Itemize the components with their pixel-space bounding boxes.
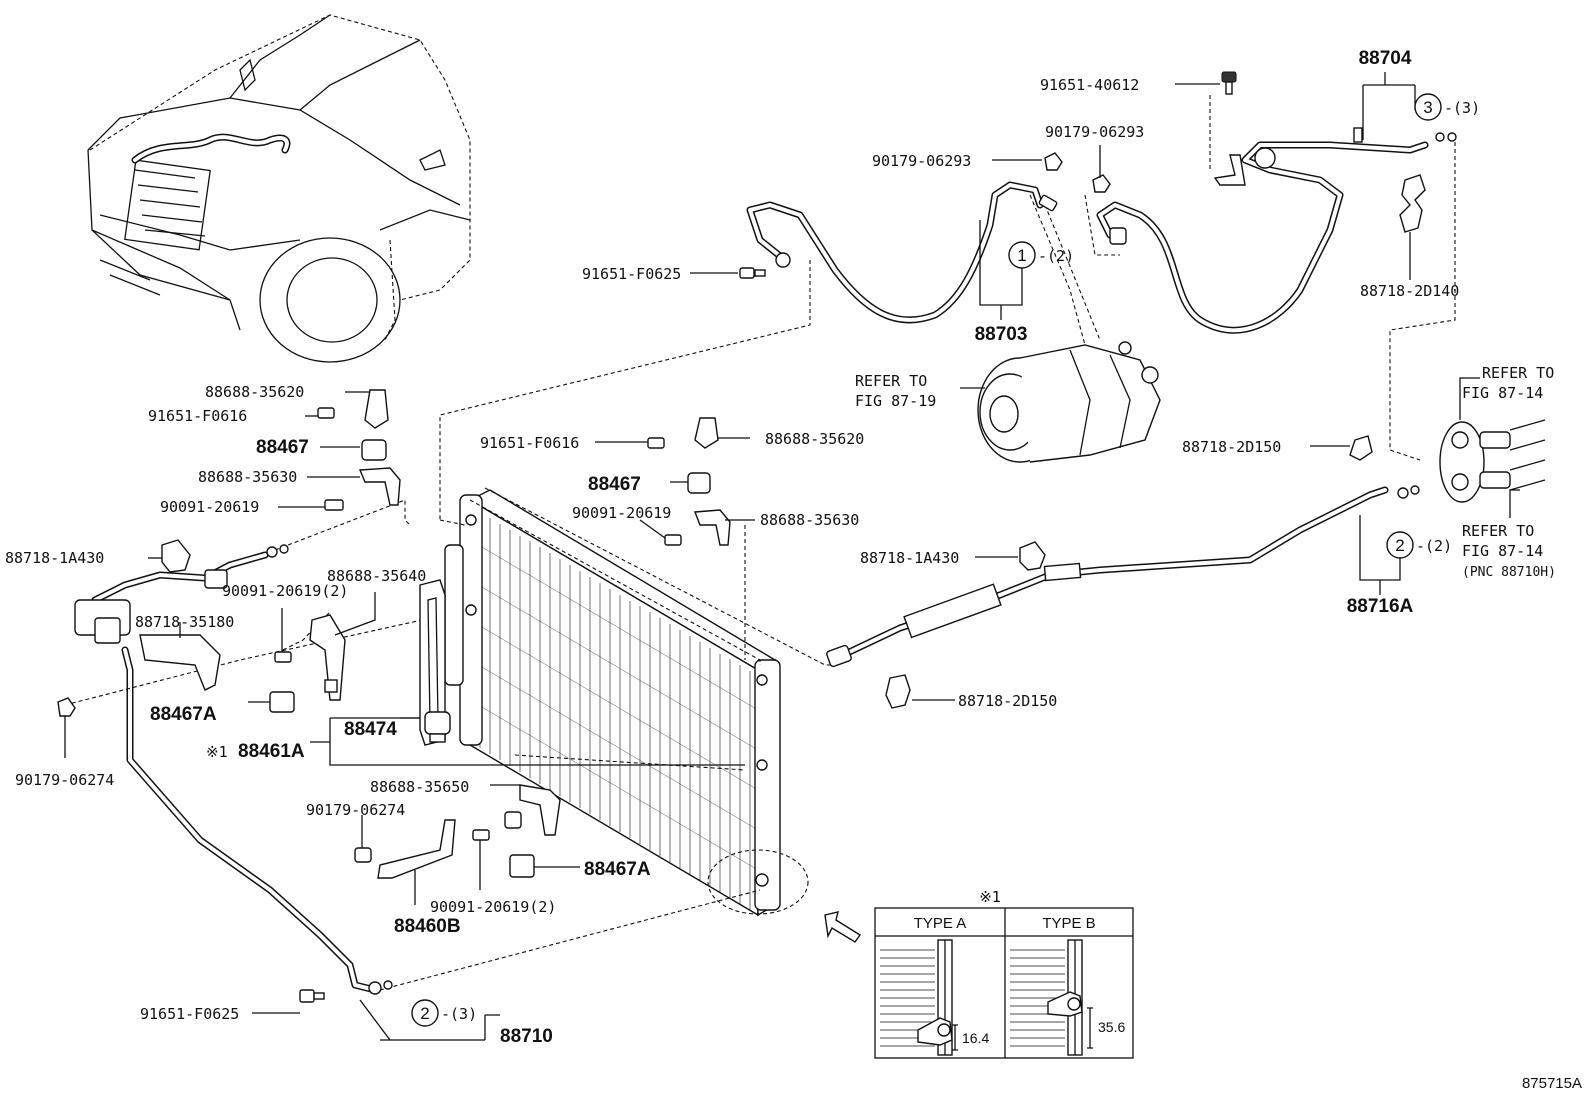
label-91651-F0616-m: 91651-F0616	[480, 434, 579, 452]
svg-text:-(2): -(2)	[1416, 537, 1452, 555]
callout-2-upper: 2 -(2)	[1386, 531, 1452, 559]
label-91651-F0616-l: 91651-F0616	[148, 407, 247, 425]
callout-2-lower: 2 -(3)	[411, 999, 477, 1027]
vehicle-sketch	[87, 14, 471, 363]
svg-text:2: 2	[420, 1004, 429, 1023]
label-88688-35620-l: 88688-35620	[205, 383, 304, 401]
label-88718-1A430-l: 88718-1A430	[5, 549, 104, 567]
label-91651-40612: 91651-40612	[1040, 76, 1139, 94]
inset-type-a: TYPE A	[914, 915, 967, 932]
inset-asterisk: ※1	[979, 888, 1001, 906]
label-91651-F0625-top: 91651-F0625	[582, 265, 681, 283]
svg-text:-(2): -(2)	[1038, 247, 1074, 265]
figure-id: 875715A	[1522, 1075, 1582, 1092]
svg-text:-(3): -(3)	[1444, 99, 1480, 117]
label-88688-35650: 88688-35650	[370, 778, 469, 796]
label-88718-1A430-m: 88718-1A430	[860, 549, 959, 567]
label-88688-35630-m: 88688-35630	[760, 511, 859, 529]
label-asterisk-prefix: ※1	[206, 743, 228, 761]
pipe-88704	[1096, 141, 1429, 334]
svg-text:-(3): -(3)	[441, 1005, 477, 1023]
label-90179-06293-b: 90179-06293	[1045, 123, 1144, 141]
inset-dim-b: 35.6	[1098, 1019, 1125, 1035]
label-88688-35620-m: 88688-35620	[765, 430, 864, 448]
inset-pointer-arrow	[824, 911, 862, 943]
note-refer-87-14a-2: FIG 87-14	[1462, 384, 1543, 402]
svg-text:2: 2	[1395, 536, 1404, 555]
label-88718-2D150-b: 88718-2D150	[958, 692, 1057, 710]
pipe-88716a	[826, 486, 1389, 668]
label-90091-20619-m: 90091-20619	[572, 504, 671, 522]
note-refer-87-19-2: FIG 87-19	[855, 392, 936, 410]
note-refer-87-14b-2: FIG 87-14	[1462, 542, 1543, 560]
svg-text:1: 1	[1017, 246, 1026, 265]
label-88716A: 88716A	[1347, 596, 1414, 617]
label-90091-20619-2-l: 90091-20619(2)	[222, 582, 348, 600]
dashed-connections	[64, 95, 1456, 991]
note-refer-87-14b-1: REFER TO	[1462, 522, 1534, 540]
label-88461A: 88461A	[238, 741, 305, 762]
label-88460B: 88460B	[394, 916, 461, 937]
label-88467A-m: 88467A	[584, 859, 651, 880]
svg-text:3: 3	[1423, 98, 1432, 117]
pipe-88703	[746, 181, 1044, 324]
compressor	[977, 341, 1161, 463]
label-90179-06274-l: 90179-06274	[15, 771, 114, 789]
label-88467-m: 88467	[588, 474, 641, 495]
note-refer-87-19-1: REFER TO	[855, 372, 927, 390]
label-88718-2D140: 88718-2D140	[1360, 282, 1459, 300]
label-91651-F0625-bot: 91651-F0625	[140, 1005, 239, 1023]
small-parts	[57, 71, 1546, 1003]
label-88467A-l: 88467A	[150, 704, 217, 725]
label-90091-20619-l: 90091-20619	[160, 498, 259, 516]
part-labels: 88704 91651-40612 90179-06293 90179-0629…	[5, 48, 1556, 1047]
label-88703: 88703	[975, 324, 1028, 345]
label-88710: 88710	[500, 1026, 553, 1047]
inset-dim-a: 16.4	[962, 1030, 989, 1046]
label-90179-06274-m: 90179-06274	[306, 801, 405, 819]
label-90179-06293-a: 90179-06293	[872, 152, 971, 170]
callout-1: 1 -(2)	[1008, 241, 1074, 269]
leader-lines	[64, 72, 1520, 1041]
condenser-core	[444, 489, 781, 917]
label-88474: 88474	[344, 719, 397, 740]
label-88704: 88704	[1359, 48, 1412, 69]
label-88467-l: 88467	[256, 437, 309, 458]
label-88718-35180: 88718-35180	[135, 613, 234, 631]
callout-3: 3 -(3)	[1414, 93, 1480, 121]
note-refer-87-14a-1: REFER TO	[1482, 364, 1554, 382]
note-refer-87-14b-3: (PNC 88710H)	[1462, 565, 1556, 580]
label-88688-35640: 88688-35640	[327, 567, 426, 585]
label-88718-2D150-a: 88718-2D150	[1182, 438, 1281, 456]
inset-type-b: TYPE B	[1042, 915, 1095, 932]
type-inset: ※1 TYPE A TYPE B 16.4	[874, 888, 1134, 1059]
label-90091-20619-2-m: 90091-20619(2)	[430, 898, 556, 916]
label-88688-35630-l: 88688-35630	[198, 468, 297, 486]
